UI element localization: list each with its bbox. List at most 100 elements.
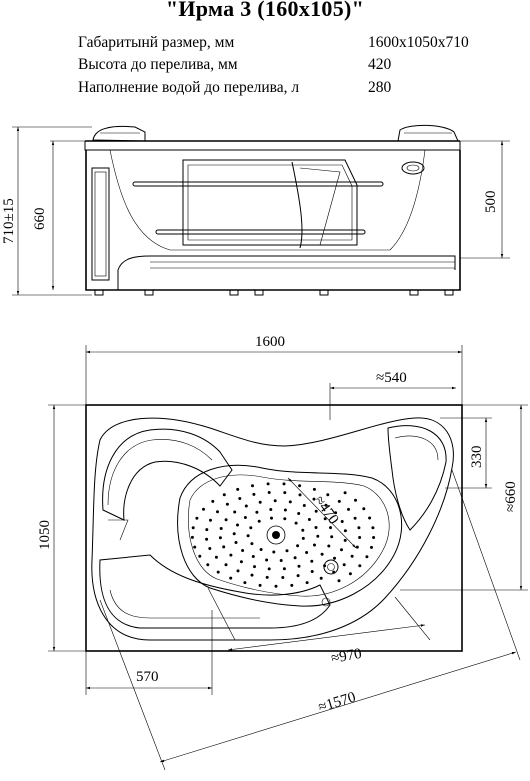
dim-1600: 1600 [255, 334, 285, 350]
jet-dot [211, 499, 215, 503]
jet-dot [251, 484, 254, 488]
jet-dot [208, 547, 212, 550]
jet-dot [216, 570, 220, 574]
jet-dot [252, 492, 256, 496]
dim-330: 330 [469, 446, 485, 469]
jet-dot [310, 570, 314, 573]
jet-dot [239, 560, 243, 564]
jet-dot [265, 575, 269, 579]
jet-dot [251, 555, 255, 558]
spec-value: 420 [368, 56, 392, 73]
jet-dot [302, 504, 306, 507]
spec-value: 1600х1050х710 [368, 34, 469, 51]
jet-dot [195, 516, 199, 520]
jet-dot [362, 507, 366, 511]
jet-dot [205, 537, 209, 541]
jet-dot [259, 548, 263, 551]
jet-dot [358, 564, 362, 568]
jet-dot [370, 545, 373, 549]
jet-dot [236, 569, 240, 573]
dim-970: ≈970 [330, 646, 363, 667]
jet-dot [190, 535, 194, 539]
jet-dot [282, 567, 286, 571]
jet-dot [296, 574, 300, 578]
jet-dot [283, 517, 287, 521]
dim-1050: 1050 [37, 520, 53, 550]
jet-dot [368, 516, 372, 520]
spec-row-size: Габаритынй размер, мм 1600х1050х710 [78, 34, 518, 54]
jet-dot [337, 579, 341, 583]
jet-dot [319, 576, 323, 580]
jet-dot [216, 510, 219, 514]
jet-dot [270, 516, 273, 520]
jet-dot [301, 536, 305, 540]
spec-value: 280 [368, 79, 392, 96]
jet-dot [343, 529, 347, 533]
jet-dot [244, 504, 248, 508]
jet-dot [238, 497, 242, 500]
spec-label: Наполнение водой до перелива, л [78, 79, 300, 96]
jet-dot [209, 518, 212, 522]
jet-dot [224, 563, 228, 567]
jet-dot [273, 499, 277, 503]
jet-dot [206, 563, 210, 567]
spec-label: Габаритынй размер, мм [78, 34, 235, 51]
jet-dot [205, 528, 209, 532]
jet-dot [320, 552, 324, 556]
jet-dot [249, 526, 253, 530]
jet-dot [358, 536, 362, 539]
jet-dot [214, 555, 218, 559]
jet-dot [285, 549, 289, 553]
dim-710: 710±15 [1, 198, 17, 244]
jet-dot [267, 567, 271, 571]
jet-dot [350, 554, 354, 558]
jet-dot [301, 528, 305, 532]
jet-dot [267, 491, 271, 494]
jet-dot [279, 559, 283, 562]
dim-540: ≈540 [376, 370, 407, 386]
jet-dot [269, 508, 273, 511]
jet-dot [323, 564, 327, 568]
jet-dot [310, 559, 314, 563]
jet-dot [224, 518, 228, 522]
jet-dot [243, 516, 247, 519]
jet-dot [353, 516, 357, 520]
jet-dot [343, 538, 347, 542]
dim-500: 500 [483, 191, 499, 214]
jet-dot [297, 512, 301, 515]
top-view: 1600 ≈540 330 ≈660 1050 ≈470 ≈970 570 [37, 334, 528, 771]
jet-dot [283, 491, 287, 495]
jet-dot [337, 499, 341, 503]
massage-jets [266, 525, 286, 545]
jet-dot [343, 491, 347, 495]
jet-dot [257, 519, 261, 523]
jet-dot [202, 507, 205, 511]
jet-dot [307, 518, 311, 521]
jet-dot [340, 548, 343, 552]
dim-1570: ≈1570 [316, 689, 357, 715]
jet-dot [297, 564, 301, 568]
jet-dot [218, 536, 222, 540]
jet-dot [365, 555, 369, 559]
jet-dot [330, 535, 334, 539]
jet-dot [288, 500, 292, 504]
dim-660: 660 [32, 208, 48, 231]
jet-dot [250, 573, 254, 577]
jet-dot [333, 556, 336, 560]
dim-660-right: ≈660 [503, 481, 519, 512]
jet-dot [222, 493, 226, 497]
jet-dot [233, 510, 237, 514]
jet-dot [234, 541, 238, 544]
jet-dot [298, 484, 302, 488]
jet-dot [265, 558, 269, 562]
jet-dot [241, 549, 245, 552]
jet-dot [232, 532, 236, 536]
jet-dot [272, 550, 276, 554]
jet-dot [332, 570, 336, 574]
jet-dot [293, 556, 297, 560]
jet-dot [372, 536, 376, 539]
jet-dot [305, 581, 309, 585]
jet-dot [296, 544, 300, 548]
jet-dot [283, 508, 287, 512]
